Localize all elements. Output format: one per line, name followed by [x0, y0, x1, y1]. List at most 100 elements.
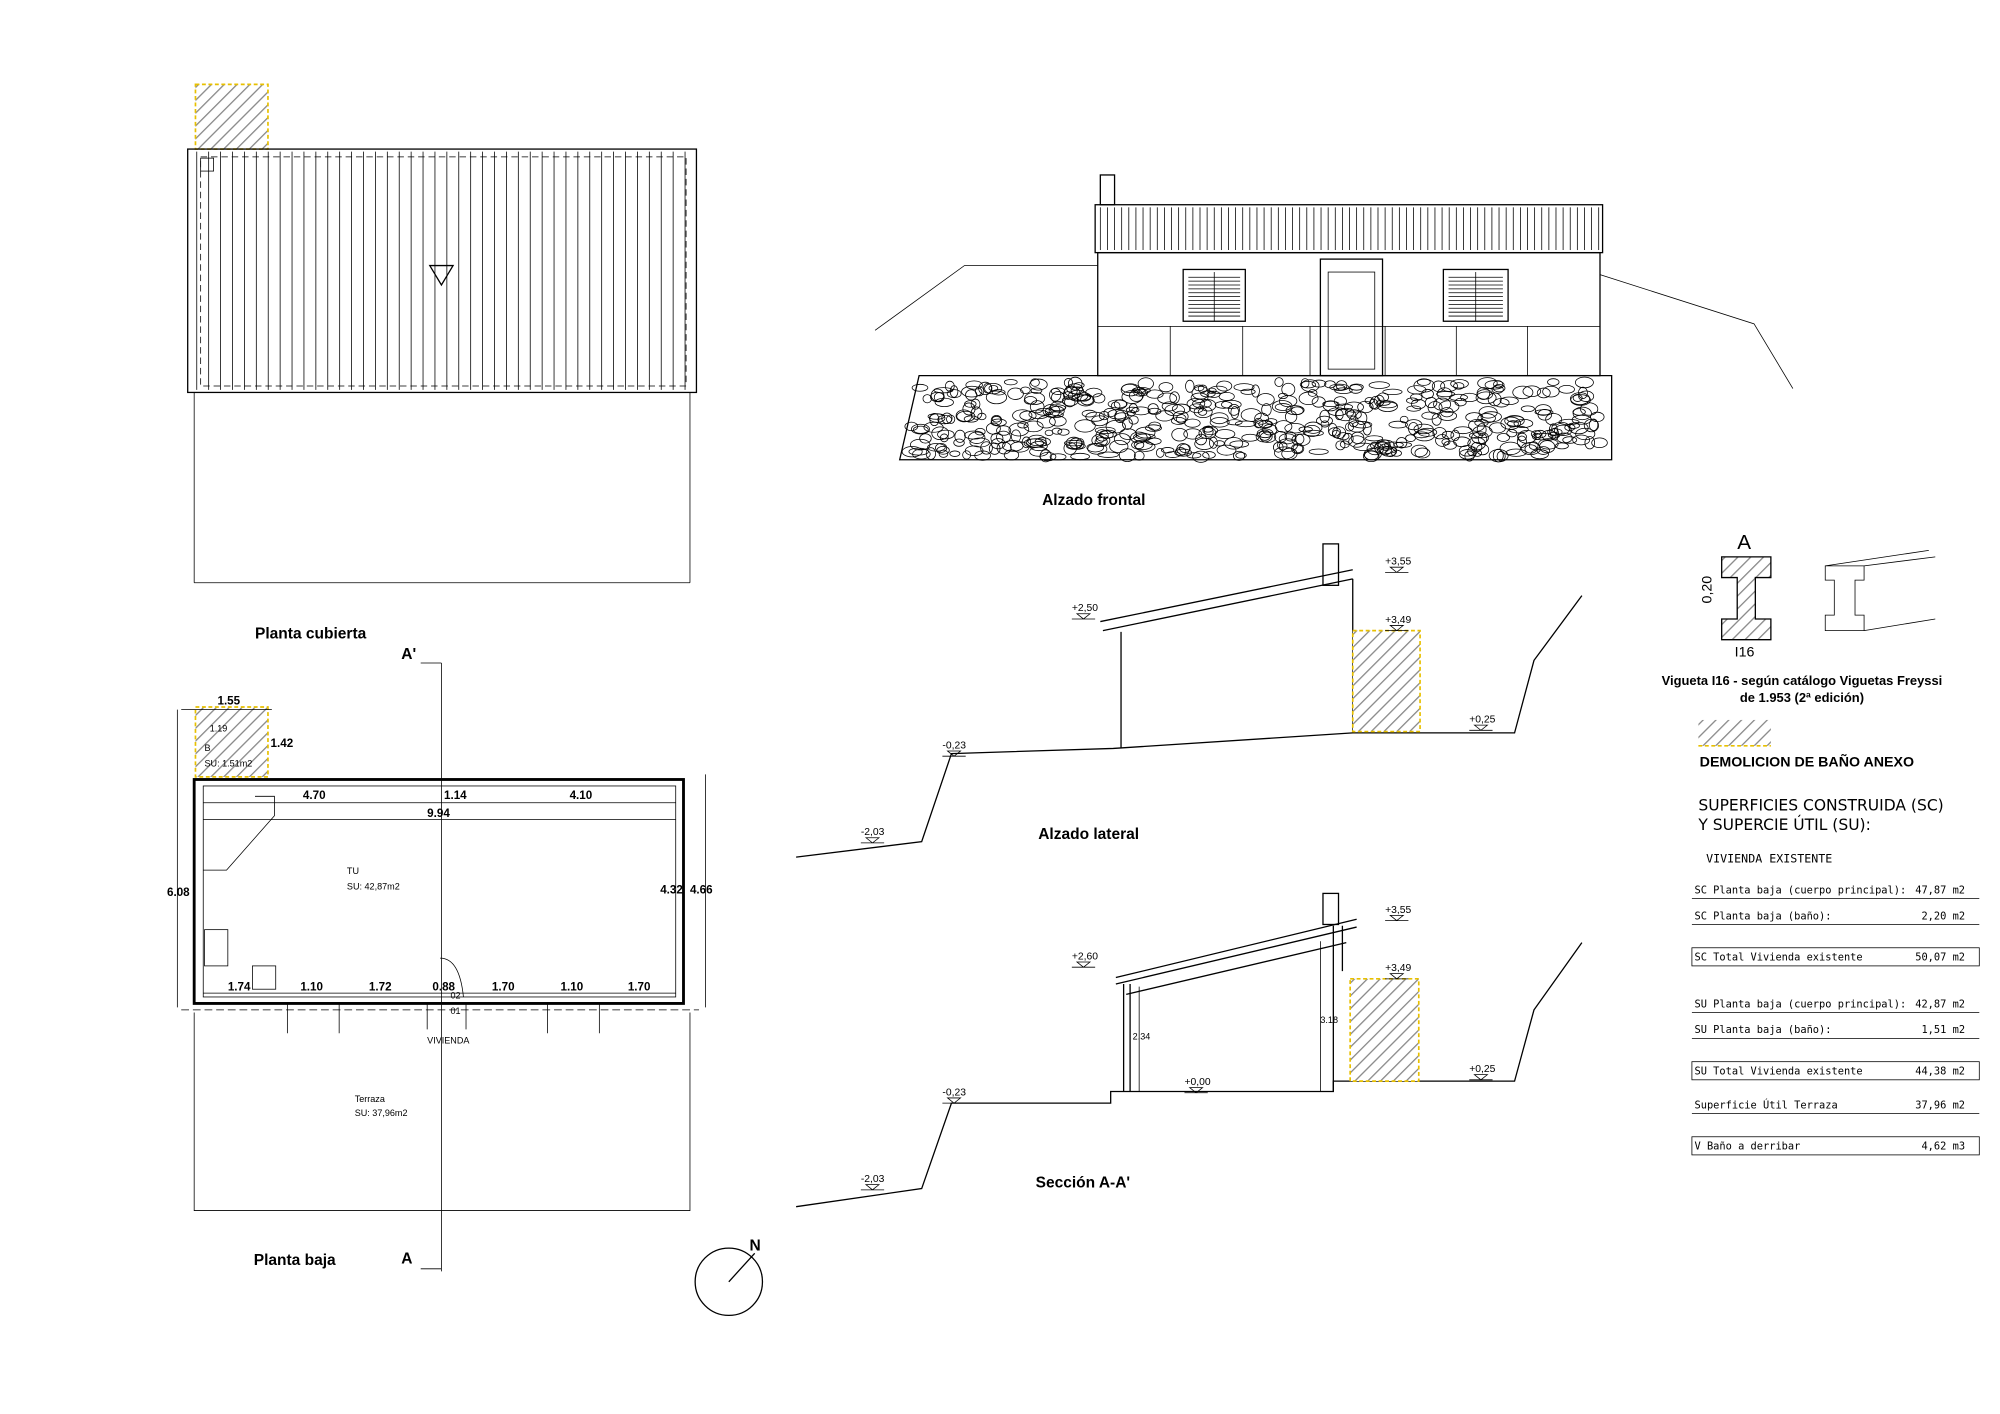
beam-3d-sketch: [1824, 549, 1936, 632]
bath-area: SU: 1.51m2: [205, 759, 253, 769]
dim-bath-width: 1.55: [217, 694, 240, 707]
level-triangle-icon: [942, 1097, 966, 1104]
side-elevation: +3,55+3,49+2,50-0,23-2,03+0,25 Alzado la…: [796, 543, 1583, 858]
level-mark: +0,25: [1469, 1064, 1495, 1075]
beam-letter: A: [1737, 531, 1751, 554]
surfaces-heading: SUPERFICIES CONSTRUIDA (SC): [1698, 797, 1943, 815]
level-triangle-icon: [942, 750, 966, 757]
dim-right-inner: 4.32: [660, 883, 683, 896]
side-elevation-title: Alzado lateral: [1038, 826, 1139, 843]
section-mark-top: A': [401, 646, 416, 663]
section-mark-bottom: A: [401, 1251, 412, 1268]
demolition-swatch: [1698, 719, 1771, 746]
section-title: Sección A-A': [1036, 1174, 1131, 1191]
level-mark: +2,50: [1072, 603, 1098, 614]
level-triangle-icon: [1385, 625, 1409, 632]
row-value: 4,62 m3: [1921, 1141, 1965, 1153]
level-triangle-icon: [1071, 613, 1096, 620]
level-mark: +3,55: [1385, 557, 1411, 568]
front-elevation: Alzado frontal: [874, 174, 1794, 509]
terrace-area: SU: 37,96m2: [355, 1108, 408, 1118]
table-row: SU Planta baja (baño): 1,51 m2: [1691, 1024, 1980, 1039]
level-mark: -2,03: [861, 827, 885, 838]
bath-label: B: [205, 743, 211, 753]
level-triangle-icon: [1071, 961, 1096, 968]
demolition-bath-roof: [194, 83, 269, 150]
row-value: 1,51 m2: [1921, 1024, 1965, 1036]
i-beam-section-icon: [1721, 556, 1772, 641]
level-triangle-icon: [1469, 1074, 1493, 1081]
beam-height: 0,20: [1699, 576, 1715, 604]
subheading: VIVIENDA EXISTENTE: [1706, 851, 1832, 865]
level-mark: +3,49: [1385, 963, 1411, 974]
level-triangle-icon: [860, 1184, 885, 1191]
slope-arrow-icon: [428, 264, 455, 287]
row-label: SU Planta baja (baño):: [1694, 1024, 1831, 1036]
table-row: SU Total Vivienda existente 44,38 m2: [1691, 1061, 1980, 1081]
row-label: Superficie Útil Terraza: [1694, 1098, 1837, 1111]
dim-top: 1.14: [444, 789, 467, 802]
level-mark: +0,25: [1469, 715, 1495, 726]
roof-plan-title: Planta cubierta: [255, 625, 367, 642]
table-row: SC Planta baja (cuerpo principal):47,87 …: [1691, 884, 1980, 899]
row-label: SU Planta baja (cuerpo principal):: [1694, 998, 1906, 1010]
level-triangle-icon: [860, 837, 885, 844]
door: [1319, 258, 1384, 377]
dim-bottom: 1.70: [628, 980, 651, 993]
legend: A 0,20 I16 Vigueta I16 - según catálogo …: [1662, 531, 1980, 1156]
row-label: SC Total Vivienda existente: [1694, 952, 1862, 964]
dim-right-outer: 4.66: [690, 883, 713, 896]
table-row: SU Planta baja (cuerpo principal): 42,87 …: [1691, 998, 1980, 1013]
level-triangle-icon: [1385, 566, 1409, 573]
dim-bottom-row: 1.74 1.10 1.72 0.88 1.70 1.10 1.70: [228, 980, 651, 993]
dim-bath-depth: 1.42: [271, 737, 294, 750]
row-value: 44,38 m2: [1915, 1066, 1965, 1078]
row-label: SC Planta baja (baño):: [1694, 910, 1831, 922]
dim-bottom: 1.10: [561, 980, 584, 993]
row-label: SU Total Vivienda existente: [1694, 1066, 1862, 1078]
demolition-label: DEMOLICION DE BAÑO ANEXO: [1700, 753, 1914, 771]
ground-plan-title: Planta baja: [254, 1252, 336, 1269]
ground-plan: 1.19 B SU: 1.51m2 1.55 1.42 4.70 1.14 4.…: [167, 646, 764, 1317]
dim-bottom: 1.74: [228, 980, 251, 993]
front-elevation-title: Alzado frontal: [1042, 492, 1145, 509]
room-area: SU: 42,87m2: [347, 882, 400, 892]
level-triangle-icon: [1385, 915, 1409, 922]
stone-base: [901, 376, 1608, 463]
north-arrow-icon: [694, 1247, 764, 1317]
row-value: 42,87 m2: [1915, 998, 1965, 1010]
height-dim: 3.18: [1320, 1015, 1338, 1025]
window: [1442, 268, 1509, 322]
height-dim: 2.34: [1133, 1032, 1151, 1042]
surfaces-table: SC Planta baja (cuerpo principal):47,87 …: [1691, 884, 1980, 1156]
level-mark: -0,23: [942, 1087, 966, 1098]
dim-inner-width: 9.94: [427, 807, 450, 820]
dim-bottom: 0.88: [432, 980, 455, 993]
roof-tiles: [196, 151, 686, 390]
row-value: 47,87 m2: [1915, 884, 1965, 896]
dim-left: 6.08: [167, 886, 190, 899]
level-mark: -0,23: [942, 740, 966, 751]
surfaces-heading: Y SUPERCIE ÚTIL (SU):: [1697, 815, 1870, 834]
entrance-label: VIVIENDA: [427, 1036, 470, 1046]
level-mark: +0,00: [1184, 1077, 1210, 1088]
roof-plan: Planta cubierta: [187, 83, 698, 642]
beam-caption: Vigueta I16 - según catálogo Viguetas Fr…: [1662, 673, 1943, 688]
door-mark: 02: [450, 990, 460, 1000]
dim-bottom: 1.10: [300, 980, 323, 993]
dim-bottom: 1.70: [492, 980, 515, 993]
dim-bottom: 1.72: [369, 980, 392, 993]
bath-label: 1.19: [210, 724, 228, 734]
table-row: SC Planta baja (baño):2,20 m2: [1691, 910, 1980, 925]
level-triangle-icon: [1469, 724, 1493, 731]
dim-top: 4.10: [570, 789, 593, 802]
section-view: 2.34 3.18 +3,55+3,49+2,60-0,23-2,03+0,25…: [796, 892, 1583, 1208]
demolition-bath: [194, 706, 269, 778]
level-triangle-icon: [1184, 1087, 1208, 1094]
level-mark: +2,60: [1072, 951, 1098, 962]
level-mark: -2,03: [861, 1174, 885, 1185]
dim-top: 4.70: [303, 789, 326, 802]
